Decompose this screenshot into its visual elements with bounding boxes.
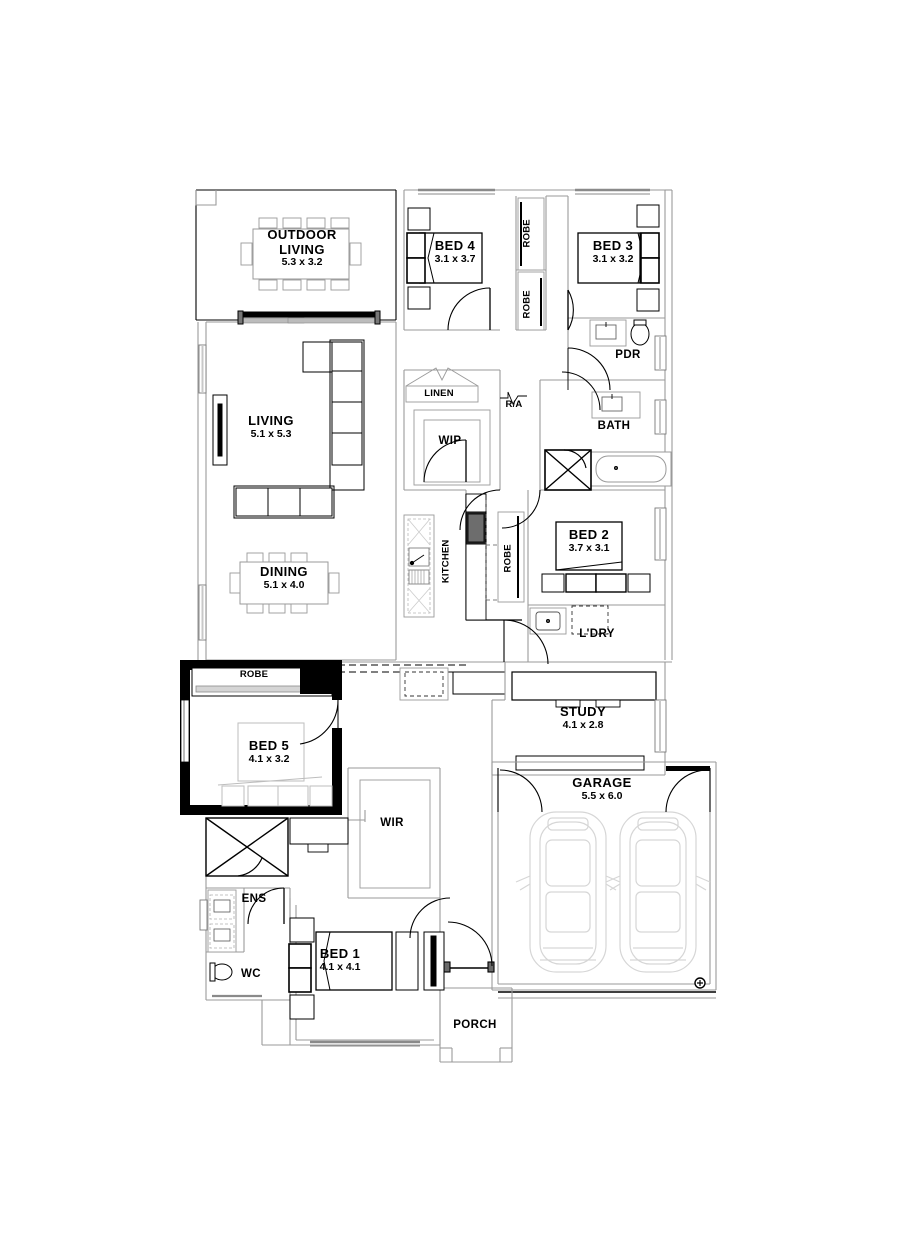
car-right: [605, 811, 711, 973]
bed-2-furniture: [541, 521, 651, 593]
bed-3-furniture: [577, 204, 660, 312]
furniture-layer: [212, 197, 672, 1020]
bed5-highlight-walls: [180, 660, 342, 815]
tv-unit: [212, 394, 228, 466]
bed-1-furniture: [288, 917, 445, 1020]
pdr-fixtures: [589, 319, 650, 347]
sliding-door-outdoor: [237, 310, 381, 325]
sofa-three-seat: [233, 485, 335, 519]
bed-5-furniture: [217, 722, 333, 807]
bed-4-furniture: [406, 207, 483, 310]
ldry-fixtures: [529, 605, 609, 635]
dining-table-set: [229, 552, 340, 614]
robe-bed4-cabinet: [517, 197, 545, 271]
car-left: [515, 811, 621, 973]
garage-vehicles: [515, 811, 711, 989]
sofa-sectional: [302, 339, 365, 491]
robe-hall-cabinet: [517, 271, 545, 331]
door-swings: [247, 287, 711, 967]
outdoor-dining-set: [240, 217, 362, 291]
